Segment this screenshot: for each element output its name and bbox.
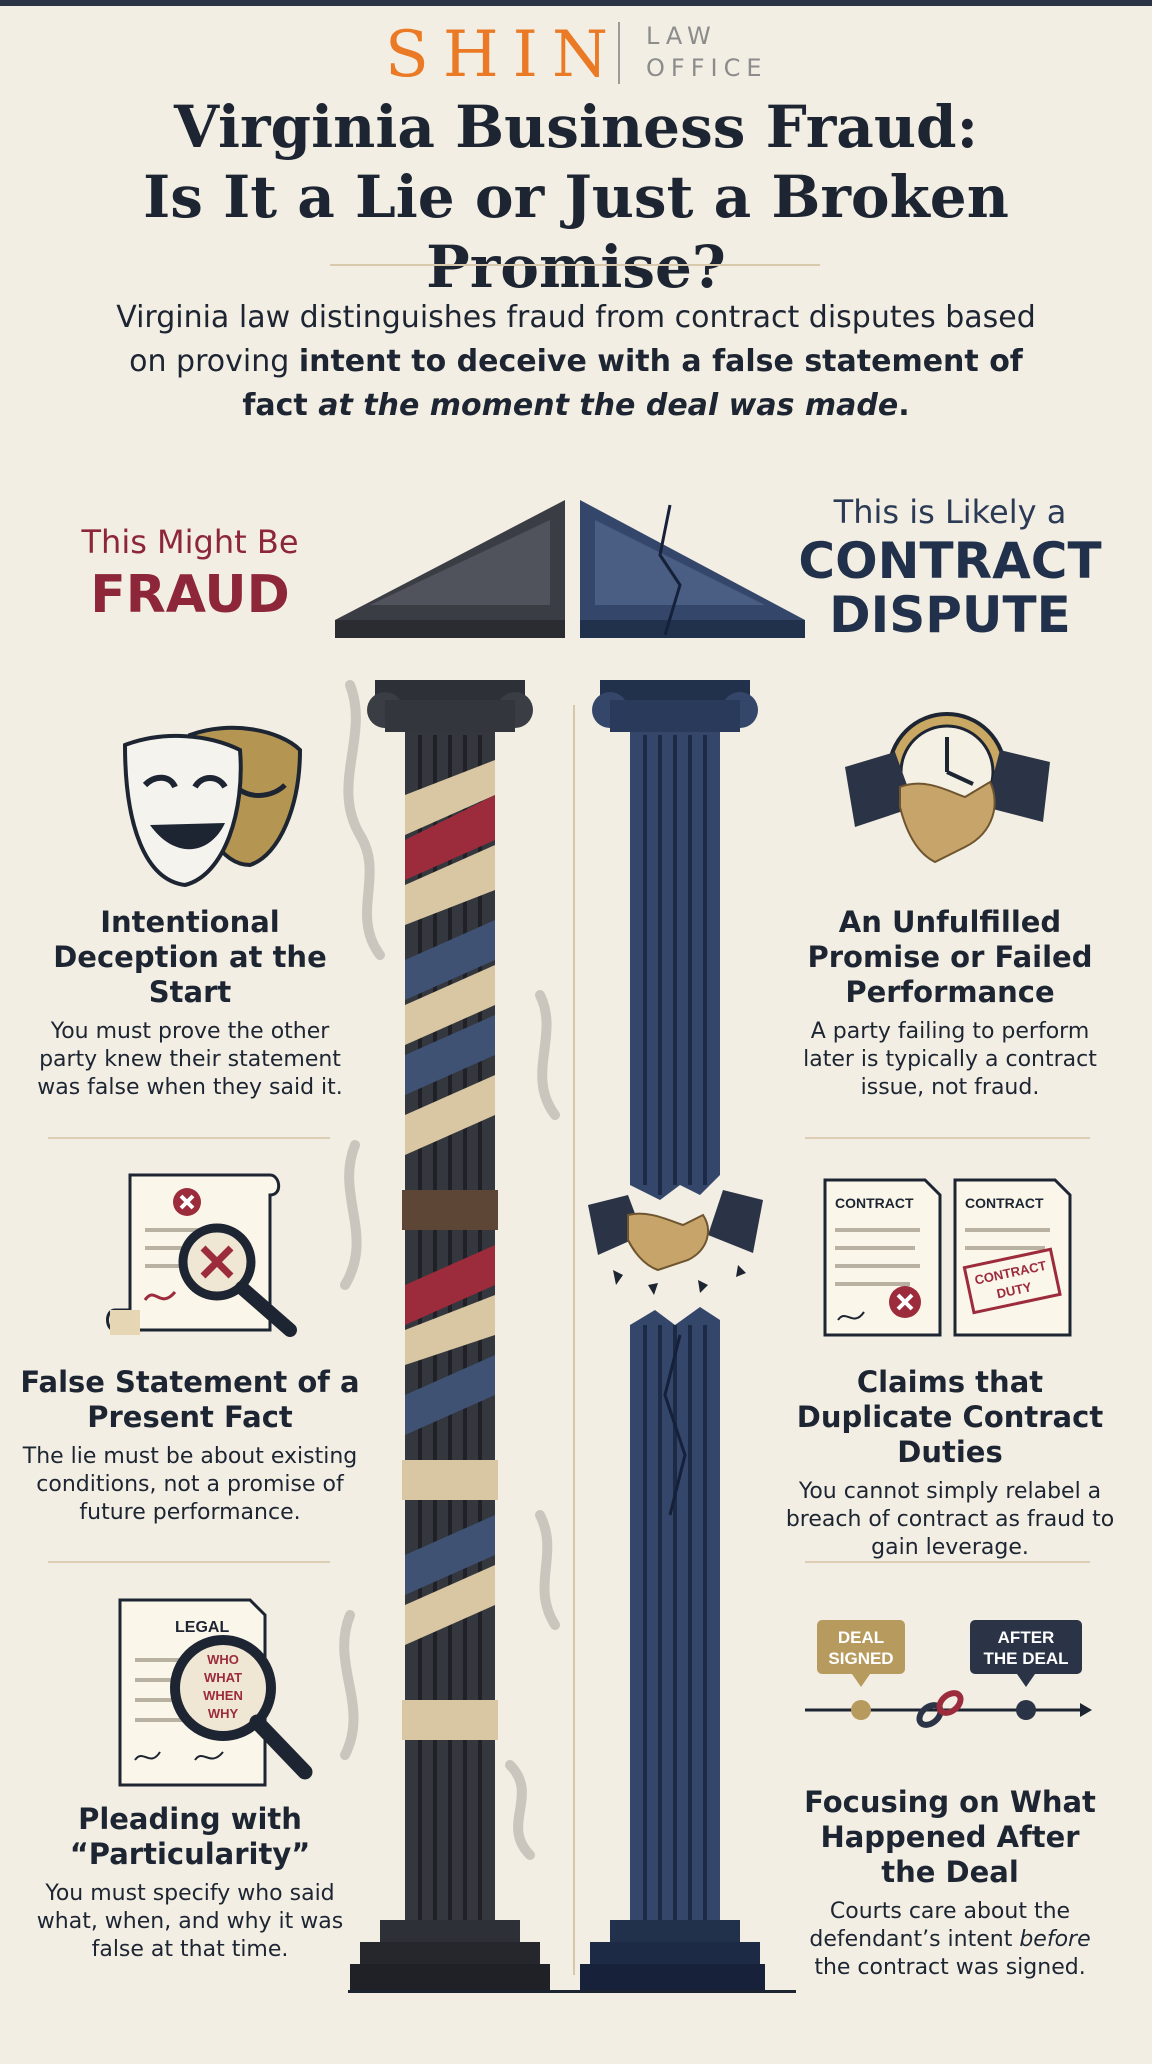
contract-item-2-desc: You cannot simply relabel a breach of co… [785,1479,1115,1560]
theater-masks-icon [122,725,303,888]
fraud-heading: This Might Be FRAUD [40,520,340,626]
contract-item-1-desc: A party failing to perform later is typi… [803,1019,1097,1100]
contract-doc-label-1: CONTRACT [835,1195,914,1211]
contract-item-2-title: Claims that Duplicate Contract Duties [796,1365,1104,1469]
logo-subtitle-line1: LAW [646,22,717,50]
deal-timeline-icon: DEAL SIGNED AFTER THE DEAL [805,1620,1092,1728]
fraud-divider-2 [48,1561,330,1563]
intro-end: . [898,388,910,423]
timeline-right-line-2: THE DEAL [984,1649,1069,1668]
contract-item-2: Claims that Duplicate Contract Duties Yo… [785,1365,1115,1562]
fraud-item-2: False Statement of a Present Fact The li… [20,1365,360,1527]
fraud-heading-small: This Might Be [81,523,299,561]
logo-wordmark: SHIN [385,18,622,92]
fraud-item-3-title: Pleading with “Particularity” [69,1802,311,1871]
contract-documents-icon: CONTRACT CONTRACT CONTRACT DUTY [823,1178,1072,1337]
logo-subtitle: LAW OFFICE [646,20,786,84]
top-border [0,0,1152,6]
fraud-item-1: Intentional Deception at the Start You m… [30,905,350,1102]
broken-handshake-icon [588,1190,763,1295]
contract-heading-big-1: CONTRACT [798,532,1102,590]
fraud-divider-1 [48,1137,330,1139]
magnifier-word-when: WHEN [203,1688,243,1703]
magnifier-word-who: WHO [207,1652,239,1667]
magnifier-word-why: WHY [208,1706,239,1721]
title-divider [330,264,820,266]
timeline-right-line-1: AFTER [998,1628,1055,1647]
title-line-1: Virginia Business Fraud: [173,93,978,161]
legal-doc-label: LEGAL [175,1619,229,1636]
title-line-2: Is It a Lie or Just a Broken Promise? [143,163,1009,301]
intro-part1: Virginia law distinguishes fraud from co… [116,300,1036,379]
fraud-item-1-title: Intentional Deception at the Start [53,905,327,1009]
intro-text: Virginia law distinguishes fraud from co… [96,296,1056,428]
fraud-item-3: Pleading with “Particularity” You must s… [30,1802,350,1964]
contract-item-3: Focusing on What Happened After the Deal… [790,1785,1110,1982]
contract-heading-small: This is Likely a [833,493,1067,531]
center-divider [573,705,575,1975]
logo: SHIN LAW OFFICE [0,18,1152,92]
contract-item-3-desc-post: the contract was signed. [814,1955,1086,1980]
stamp-line-2: DUTY [995,1279,1033,1301]
contract-item-1-title: An Unfulfilled Promise or Failed Perform… [807,905,1093,1009]
contract-item-3-desc: Courts care about the defendant’s intent… [790,1898,1110,1982]
legal-document-magnifier-icon: LEGAL WHO WHAT WHEN WHY [118,1598,313,1787]
contract-item-3-desc-italic: before [1019,1927,1091,1952]
intro-italic: at the moment the deal was made [318,388,899,423]
timeline-left-line-2: SIGNED [828,1649,893,1668]
false-statement-document-icon [106,1173,297,1337]
intro-bold: intent to deceive with a false statement… [242,344,1023,423]
fraud-item-2-title: False Statement of a Present Fact [20,1365,360,1434]
fraud-item-1-desc: You must prove the other party knew thei… [37,1019,343,1100]
fraud-item-2-desc: The lie must be about existing condition… [22,1444,358,1525]
contract-heading: This is Likely a CONTRACT DISPUTE [790,490,1110,642]
timeline-left-line-1: DEAL [838,1628,884,1647]
pillars-baseline [348,1990,796,1993]
contract-divider-2 [805,1561,1090,1563]
contract-item-1: An Unfulfilled Promise or Failed Perform… [790,905,1110,1102]
contract-divider-1 [805,1137,1090,1139]
logo-subtitle-line2: OFFICE [646,54,768,82]
fraud-item-3-desc: You must specify who said what, when, an… [36,1881,344,1962]
fraud-pillar-illustration [335,500,565,1990]
fraud-heading-big: FRAUD [90,565,290,625]
contract-pillar-illustration [580,500,805,1990]
contract-heading-big-2: DISPUTE [829,586,1071,644]
contract-item-3-desc-pre: Courts care about the defendant’s intent [809,1899,1071,1952]
page-title: Virginia Business Fraud: Is It a Lie or … [0,92,1152,302]
logo-divider [618,22,620,84]
contract-item-3-title: Focusing on What Happened After the Deal [804,1785,1096,1889]
magnifier-word-what: WHAT [204,1670,242,1685]
contract-doc-label-2: CONTRACT [965,1195,1044,1211]
clock-handshake-icon [845,712,1050,864]
